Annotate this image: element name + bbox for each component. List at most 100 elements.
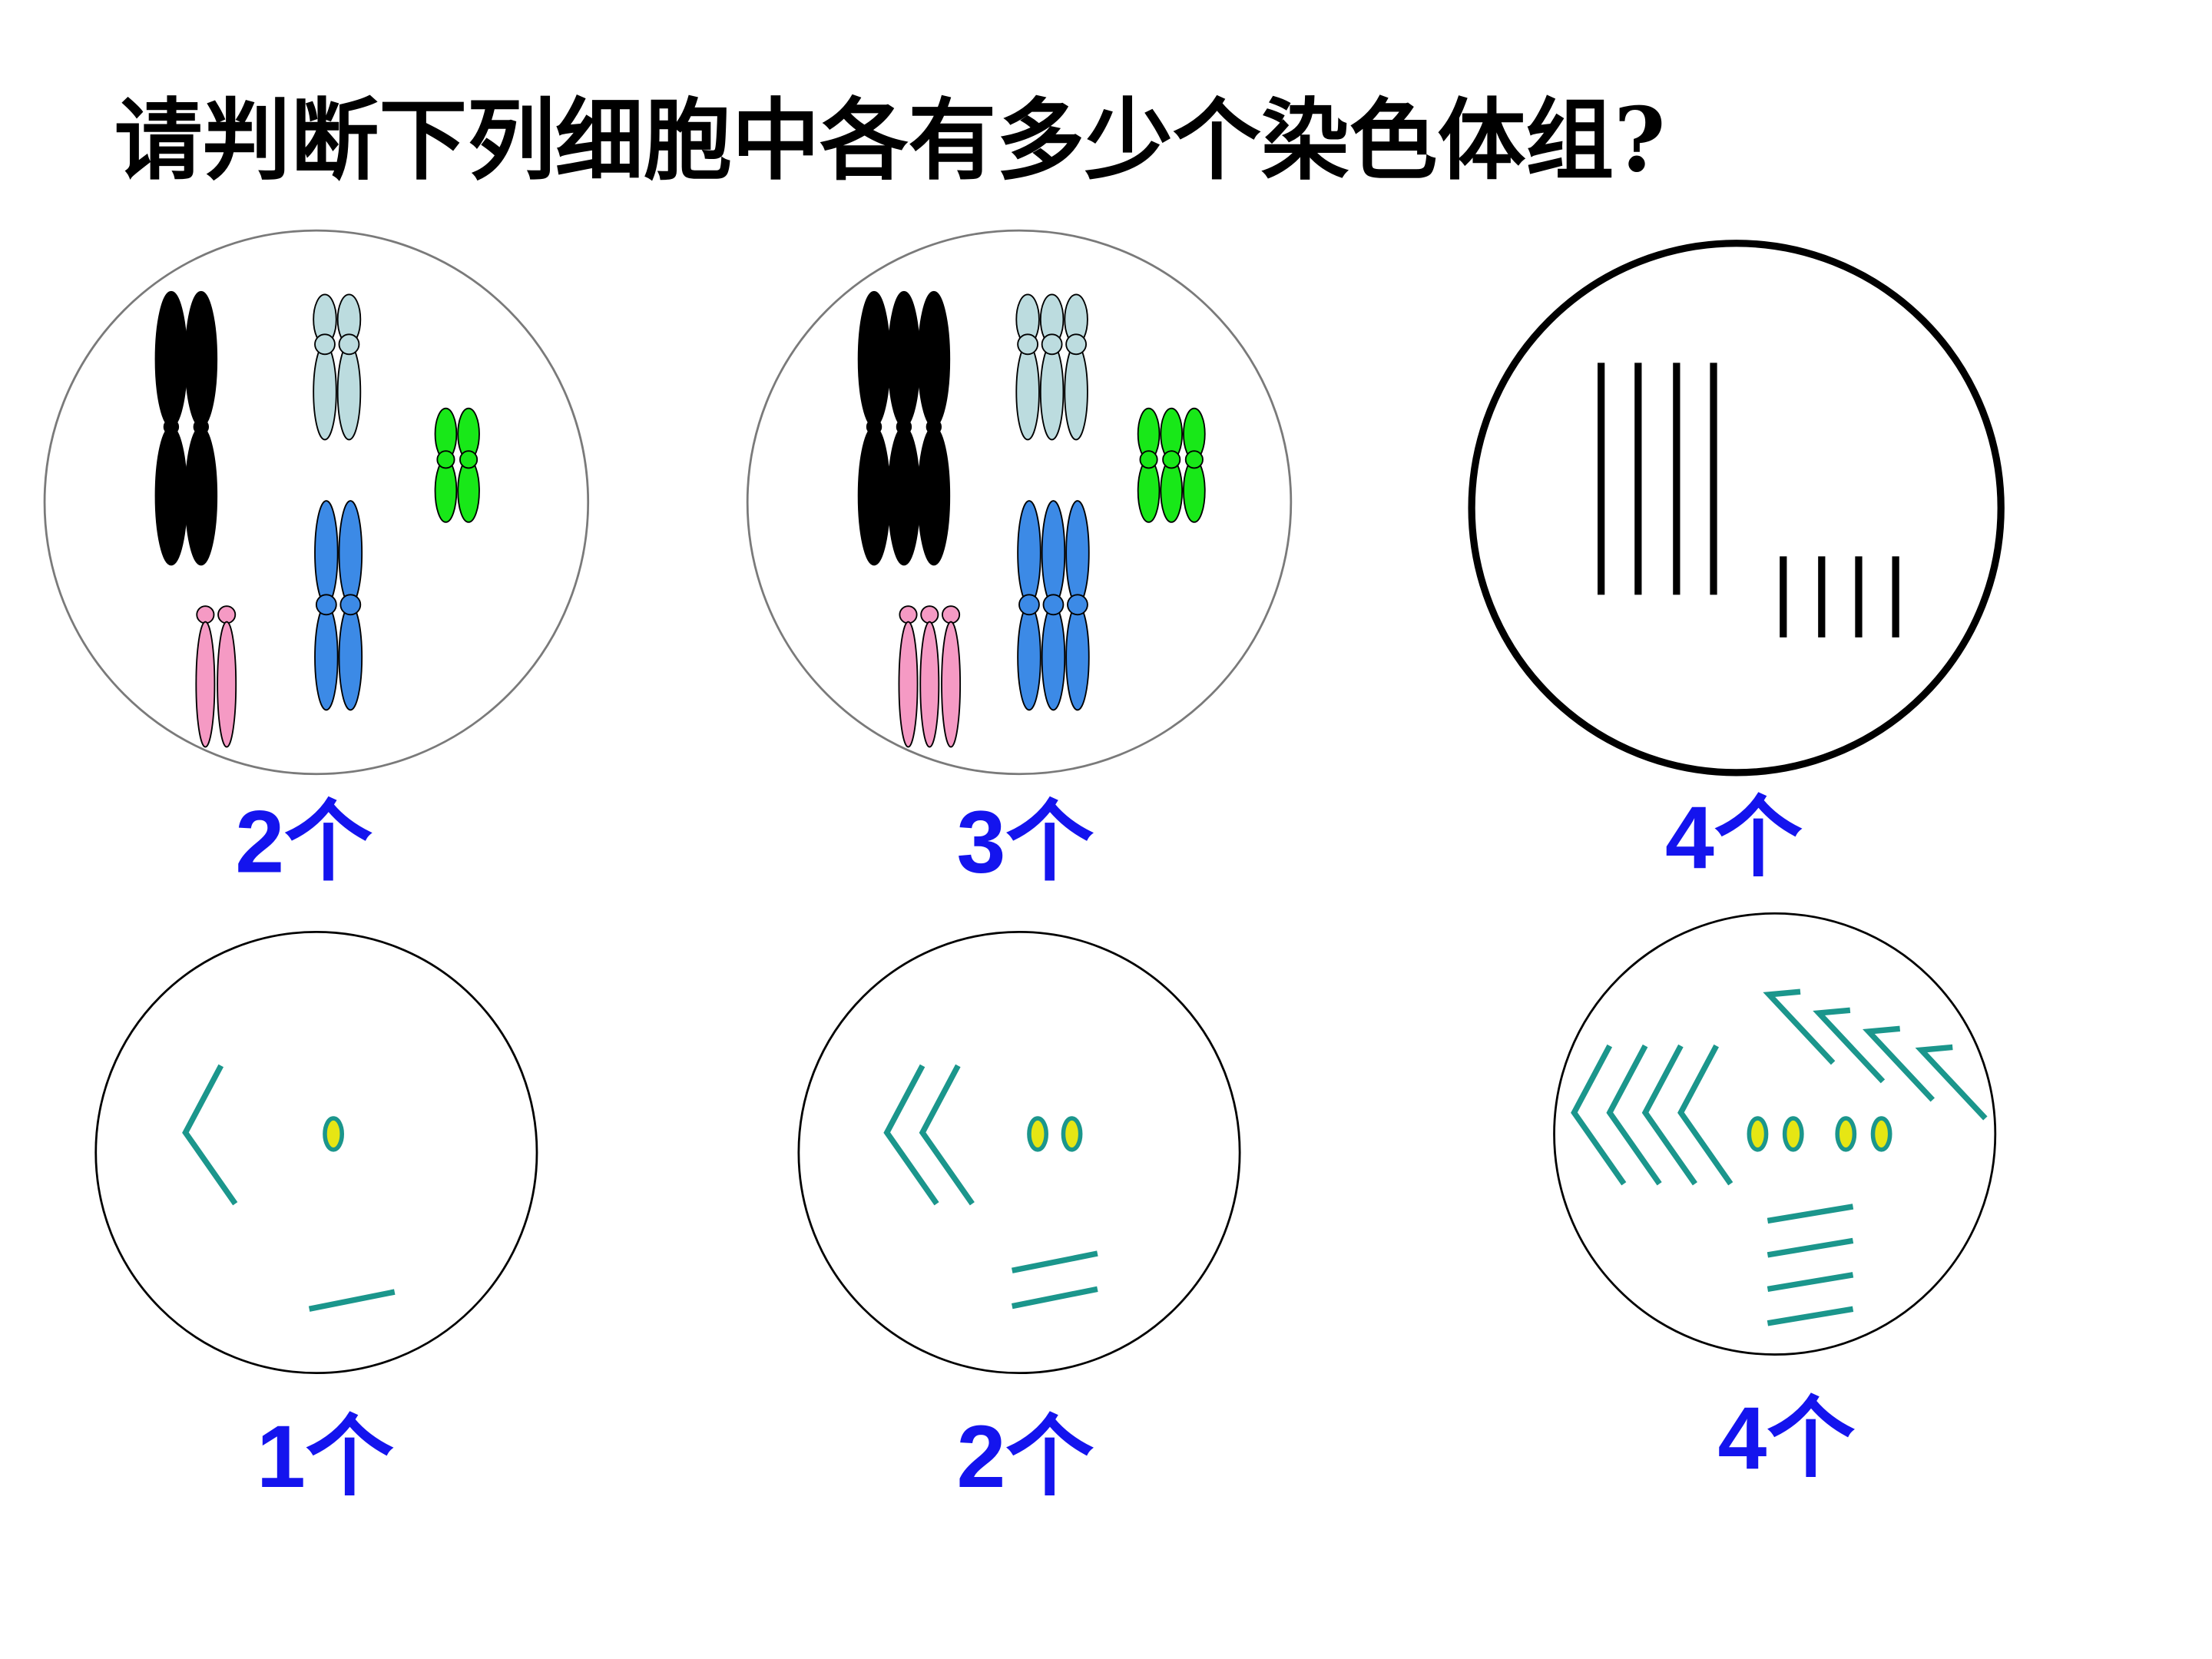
black-chromosome-2-lower-arm [887, 426, 921, 566]
pink-chromosome-1-knob [196, 605, 215, 624]
cell-5-chromosomes [883, 1064, 1098, 1310]
bent-chromosome-1 [883, 1064, 939, 1206]
black-chromosome-3-centromere [926, 419, 942, 435]
green-chromosome-1-centromere [436, 450, 455, 469]
answer-cell-4: 1个 [257, 1408, 394, 1506]
dot-chromosome-1 [323, 1116, 344, 1152]
pink-chromosome-2-knob [217, 605, 237, 624]
hooked-chromosome-2 [1813, 1007, 1886, 1084]
lightblue-chromosome-3-centromere [1065, 333, 1087, 356]
blue-chromosome-1-upper-arm [314, 500, 339, 606]
black-chromosome-2-lower-arm [184, 426, 218, 566]
lightblue-chromosome-2-lower-arm [336, 343, 362, 441]
pink-chromosome-2-knob [920, 605, 939, 624]
blue-chromosome-1-upper-arm [1017, 500, 1041, 606]
blue-chromosome-1-lower-arm [1017, 604, 1041, 711]
bent-chromosome-2 [1606, 1044, 1662, 1186]
black-chromosome-1-upper-arm [857, 290, 891, 428]
green-chromosome-2-centromere [1162, 450, 1181, 469]
lightblue-chromosome-1-centromere [1017, 333, 1039, 356]
black-chromosome-1-lower-arm [154, 426, 188, 566]
cell-4-chromosomes [182, 1064, 396, 1312]
lightblue-chromosome-2-centromere [338, 333, 360, 356]
answer-cell-3: 4个 [1665, 789, 1803, 887]
blue-chromosome-3-upper-arm [1065, 500, 1090, 606]
dot-chromosome-1 [1747, 1116, 1769, 1152]
bent-chromosome-1 [1571, 1044, 1627, 1186]
dot-chromosome-2 [1061, 1116, 1083, 1152]
blue-chromosome-2-centromere [1042, 594, 1065, 616]
rod-chromosome-2 [1767, 1237, 1854, 1258]
pink-chromosome-3-knob [942, 605, 961, 624]
blue-chromosome-2-upper-arm [338, 500, 363, 606]
lightblue-chromosome-1-centromere [314, 333, 336, 356]
cell-4-membrane [94, 930, 538, 1375]
green-chromosome-2-lower-arm [457, 459, 480, 523]
cell-2-chromosomes [857, 290, 1206, 748]
hooked-chromosome-1 [1763, 988, 1836, 1065]
cell-1-chromosomes [154, 290, 480, 748]
dot-chromosome-1 [1027, 1116, 1048, 1152]
green-chromosome-3-centromere [1184, 450, 1204, 469]
rod-chromosome-3 [1767, 1272, 1854, 1293]
answer-cell-5: 2个 [956, 1408, 1094, 1506]
lightblue-chromosome-1-lower-arm [1015, 343, 1040, 441]
black-chromosome-2-upper-arm [184, 290, 218, 428]
bent-chromosome-2 [919, 1064, 975, 1206]
cell-6-chromosomes [1571, 988, 1988, 1326]
answer-cell-2: 3个 [956, 793, 1094, 892]
black-chromosome-2-centromere [193, 419, 210, 435]
rod-chromosome-4 [1767, 1306, 1854, 1326]
pink-chromosome-1-arm [195, 621, 216, 748]
blue-chromosome-2-lower-arm [338, 604, 363, 711]
pink-chromosome-3-arm [941, 621, 962, 748]
blue-chromosome-3-centromere [1067, 594, 1088, 616]
hooked-chromosome-3 [1863, 1025, 1935, 1102]
black-chromosome-2-upper-arm [887, 290, 921, 428]
black-chromosome-3-upper-arm [917, 290, 951, 428]
rod-chromosome-1 [1012, 1250, 1098, 1273]
cell-5-membrane [797, 930, 1241, 1375]
lightblue-chromosome-3-lower-arm [1064, 343, 1088, 441]
dot-chromosome-3 [1835, 1116, 1857, 1152]
green-chromosome-1-lower-arm [1137, 459, 1161, 523]
dot-chromosome-2 [1782, 1116, 1804, 1152]
blue-chromosome-1-lower-arm [314, 604, 339, 711]
black-chromosome-1-upper-arm [154, 290, 188, 428]
green-chromosome-1-lower-arm [434, 459, 458, 523]
black-chromosome-3-lower-arm [917, 426, 951, 566]
cell-3-chromosomes [1598, 363, 1899, 637]
pink-chromosome-1-knob [899, 605, 918, 624]
black-chromosome-2-centromere [896, 419, 912, 435]
pink-chromosome-1-arm [898, 621, 919, 748]
green-chromosome-2-lower-arm [1160, 459, 1184, 523]
hooked-chromosome-4 [1915, 1044, 1988, 1121]
green-chromosome-3-lower-arm [1183, 459, 1206, 523]
rod-chromosome-1 [308, 1289, 396, 1312]
blue-chromosome-1-centromere [1018, 594, 1040, 616]
bent-chromosome-4 [1677, 1044, 1734, 1186]
rod-chromosome-2 [1012, 1286, 1098, 1310]
black-chromosome-1-centromere [866, 419, 882, 435]
pink-chromosome-2-arm [919, 621, 940, 748]
blue-chromosome-2-lower-arm [1041, 604, 1066, 711]
green-chromosome-1-centromere [1139, 450, 1158, 469]
answer-cell-1: 2个 [235, 793, 373, 892]
dot-chromosome-4 [1870, 1116, 1892, 1152]
blue-chromosome-2-centromere [339, 594, 362, 616]
cell-6-membrane [1553, 912, 1997, 1356]
answer-cell-6: 4个 [1718, 1389, 1856, 1488]
bent-chromosome-1 [182, 1064, 238, 1206]
pink-chromosome-2-arm [217, 621, 237, 748]
green-chromosome-2-centromere [459, 450, 478, 469]
blue-chromosome-1-centromere [315, 594, 337, 616]
lightblue-chromosome-2-lower-arm [1039, 343, 1065, 441]
blue-chromosome-3-lower-arm [1065, 604, 1090, 711]
slide-title: 请判断下列细胞中各有多少个染色体组? [114, 88, 1666, 192]
rod-chromosome-1 [1767, 1204, 1854, 1224]
black-chromosome-1-centromere [163, 419, 180, 435]
bent-chromosome-3 [1641, 1044, 1697, 1186]
cell-1-membrane [43, 229, 590, 776]
lightblue-chromosome-2-centromere [1041, 333, 1063, 356]
